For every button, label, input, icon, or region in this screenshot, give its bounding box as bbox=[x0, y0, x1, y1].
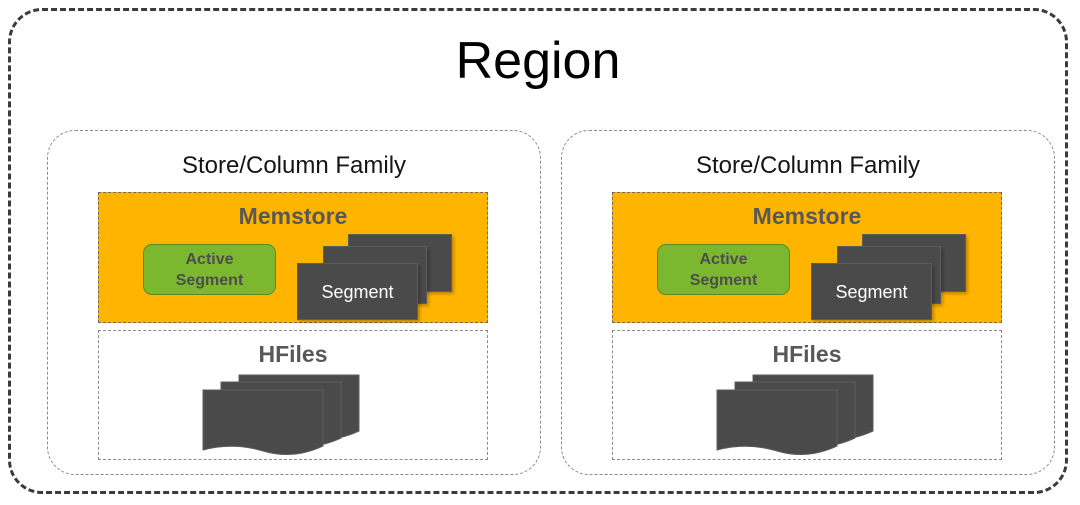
segment-stack-2: Segment bbox=[811, 234, 966, 322]
hfiles-container-2: HFiles bbox=[612, 330, 1002, 460]
active-segment-label-line2: Segment bbox=[689, 271, 758, 289]
hfiles-container-1: HFiles bbox=[98, 330, 488, 460]
segment-label: Segment bbox=[321, 281, 394, 302]
active-segment-label-line2: Segment bbox=[175, 271, 244, 289]
hfile-document-front bbox=[716, 389, 838, 456]
segment-card-front: Segment bbox=[297, 263, 418, 320]
hfiles-title: HFiles bbox=[772, 341, 842, 367]
region-title: Region bbox=[455, 32, 621, 90]
hfile-stack-1 bbox=[202, 374, 373, 456]
store-title: Store/Column Family bbox=[181, 152, 407, 179]
memstore-container-1: Memstore Active Segment Segment bbox=[98, 192, 488, 323]
store-column-family-2: Store/Column Family Memstore Active Segm… bbox=[561, 130, 1055, 475]
segment-label: Segment bbox=[835, 281, 908, 302]
region-container: Region Store/Column Family Memstore Acti… bbox=[8, 8, 1068, 494]
hfiles-title: HFiles bbox=[258, 341, 328, 367]
memstore-title: Memstore bbox=[238, 203, 348, 229]
segment-card-front: Segment bbox=[811, 263, 932, 320]
segment-stack-1: Segment bbox=[297, 234, 452, 322]
store-column-family-1: Store/Column Family Memstore Active Segm… bbox=[47, 130, 541, 475]
memstore-title: Memstore bbox=[752, 203, 862, 229]
active-segment-box-2: Active Segment bbox=[657, 244, 790, 295]
active-segment-label-line1: Active bbox=[185, 250, 234, 268]
active-segment-box-1: Active Segment bbox=[143, 244, 276, 295]
memstore-container-2: Memstore Active Segment Segment bbox=[612, 192, 1002, 323]
active-segment-label-line1: Active bbox=[699, 250, 748, 268]
store-title: Store/Column Family bbox=[695, 152, 921, 179]
hfile-document-front bbox=[202, 389, 324, 456]
hfile-stack-2 bbox=[716, 374, 887, 456]
